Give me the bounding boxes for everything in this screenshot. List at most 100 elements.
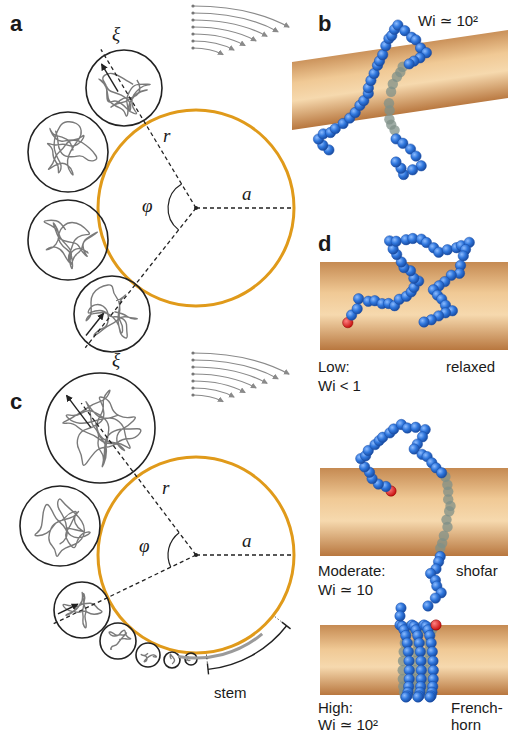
polymer-coil: [86, 285, 137, 338]
blob-outline: [136, 643, 160, 667]
bead: [427, 647, 437, 657]
polymer-coil: [63, 390, 141, 467]
cylinder-cross-section: [98, 457, 294, 653]
polymer-coil: [35, 499, 90, 556]
flow-arrow: [193, 48, 223, 55]
weissenberg-label: Wi ≃ 10²: [418, 12, 478, 30]
cylinder: [320, 468, 508, 556]
conformation-label: French-horn: [451, 699, 505, 733]
variable-label: r: [163, 126, 170, 146]
bead: [395, 611, 405, 621]
center-dot: [194, 206, 198, 210]
variable-label: ξ: [112, 24, 120, 44]
polymer-coil: [170, 654, 174, 664]
coordinate-arrow: [86, 314, 103, 336]
variable-label: a: [242, 531, 252, 551]
weissenberg-label: Wi ≃ 10: [318, 581, 373, 599]
bead: [415, 647, 425, 657]
blob-outline: [164, 652, 180, 668]
bead: [403, 647, 413, 657]
flow-dot: [191, 18, 194, 21]
angle-arc: [168, 533, 179, 568]
stem-arc: [178, 634, 262, 658]
bead: [436, 468, 446, 478]
flow-dot: [191, 372, 194, 375]
hidden-bead: [386, 87, 396, 97]
bead: [419, 317, 429, 327]
dashed-line: [81, 403, 196, 555]
bead: [404, 656, 414, 666]
bead: [423, 601, 433, 611]
flow-dot: [191, 351, 194, 354]
regime-label: Moderate:: [318, 562, 386, 580]
flow-arrow: [193, 360, 278, 379]
bead: [430, 593, 440, 603]
flow-dot: [191, 39, 194, 42]
cylinder: [320, 262, 508, 350]
flow-dot: [191, 4, 194, 7]
bracket-leader: [275, 617, 282, 623]
conformation-label: shofar: [456, 562, 498, 580]
dashed-line: [196, 207, 294, 208]
bead: [404, 59, 414, 69]
flow-dot: [191, 25, 194, 28]
flow-arrow: [193, 395, 223, 402]
coordinate-arrow: [102, 64, 118, 91]
flow-dot: [191, 393, 194, 396]
regime-label: Low:: [318, 358, 350, 376]
panel-label: b: [318, 12, 331, 36]
cylinder-cross-section: [98, 110, 294, 306]
polymer-coil: [47, 122, 96, 175]
polymer-coil: [109, 630, 131, 649]
panel-label: d: [318, 232, 331, 256]
blob-outline: [28, 112, 108, 192]
angle-arc: [168, 184, 182, 230]
coordinate-arrow: [67, 395, 91, 427]
flow-dot: [191, 365, 194, 368]
bead: [391, 157, 401, 167]
polymer-coil: [141, 653, 156, 662]
flow-dot: [191, 379, 194, 382]
dashed-line: [52, 555, 196, 624]
regime-label: High:: [318, 699, 353, 717]
variable-label: φ: [139, 536, 150, 556]
weissenberg-label: Wi ≃ 10²: [318, 716, 378, 734]
blob-outline: [20, 486, 100, 566]
variable-label: a: [242, 184, 252, 204]
flow-dot: [191, 11, 194, 14]
flow-dot: [191, 32, 194, 35]
flow-dot: [191, 46, 194, 49]
bead: [401, 692, 411, 702]
bead: [411, 151, 421, 161]
bead: [411, 422, 421, 432]
conformation-label: relaxed: [446, 358, 495, 376]
bracket-tick: [207, 663, 208, 674]
flow-dot: [191, 386, 194, 389]
end-bead: [431, 620, 441, 630]
dashed-line: [101, 49, 196, 208]
bracket-tick: [282, 622, 291, 629]
blob-outline: [28, 200, 108, 280]
polymer-coil: [99, 73, 150, 116]
variable-label: φ: [142, 196, 153, 216]
blob-outline: [45, 373, 155, 483]
stem-bracket: [208, 626, 287, 670]
flow-dot: [191, 358, 194, 361]
bead: [391, 236, 401, 246]
blob-outline: [86, 50, 162, 126]
bead: [407, 165, 417, 175]
dashed-line: [196, 554, 294, 555]
bead: [425, 692, 435, 702]
panel-drawings: [20, 4, 294, 674]
bead: [352, 304, 362, 314]
weissenberg-label: Wi < 1: [318, 377, 361, 395]
bead: [416, 656, 426, 666]
annotation-label: stem: [214, 684, 247, 702]
flow-arrow: [193, 13, 278, 32]
flow-arrow: [193, 6, 289, 27]
bead: [458, 251, 468, 261]
bead: [413, 692, 423, 702]
cylinder: [320, 625, 508, 695]
variable-label: ξ: [112, 350, 120, 370]
